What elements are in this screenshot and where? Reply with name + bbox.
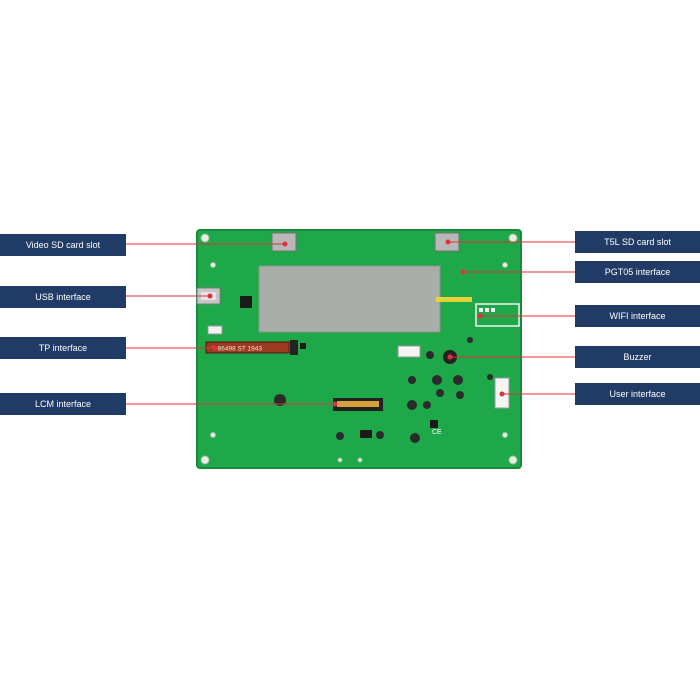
label-tp-interface: TP interface [0,337,126,359]
label-t5l-sd-card-slot: T5L SD card slot [575,231,700,253]
capacitors [274,337,493,443]
svg-text:CE: CE [432,429,442,436]
display-module [258,265,441,333]
leader-dots [207,239,505,407]
label-buzzer: Buzzer [575,346,700,368]
label-wifi-interface: WIFI interface [575,305,700,327]
silkscreen-ribbon-text: T 86498 ST 1943 [212,346,262,353]
label-pgt05-interface: PGT05 interface [575,261,700,283]
mounting-holes [200,233,518,465]
leader-lines [126,241,575,405]
label-video-sd-card-slot: Video SD card slot [0,234,126,256]
wifi-header [475,303,520,327]
pgt05-component [436,297,472,302]
label-lcm-interface: LCM interface [0,393,126,415]
label-user-interface: User interface [575,383,700,405]
chips [240,296,438,438]
label-usb-interface: USB interface [0,286,126,308]
